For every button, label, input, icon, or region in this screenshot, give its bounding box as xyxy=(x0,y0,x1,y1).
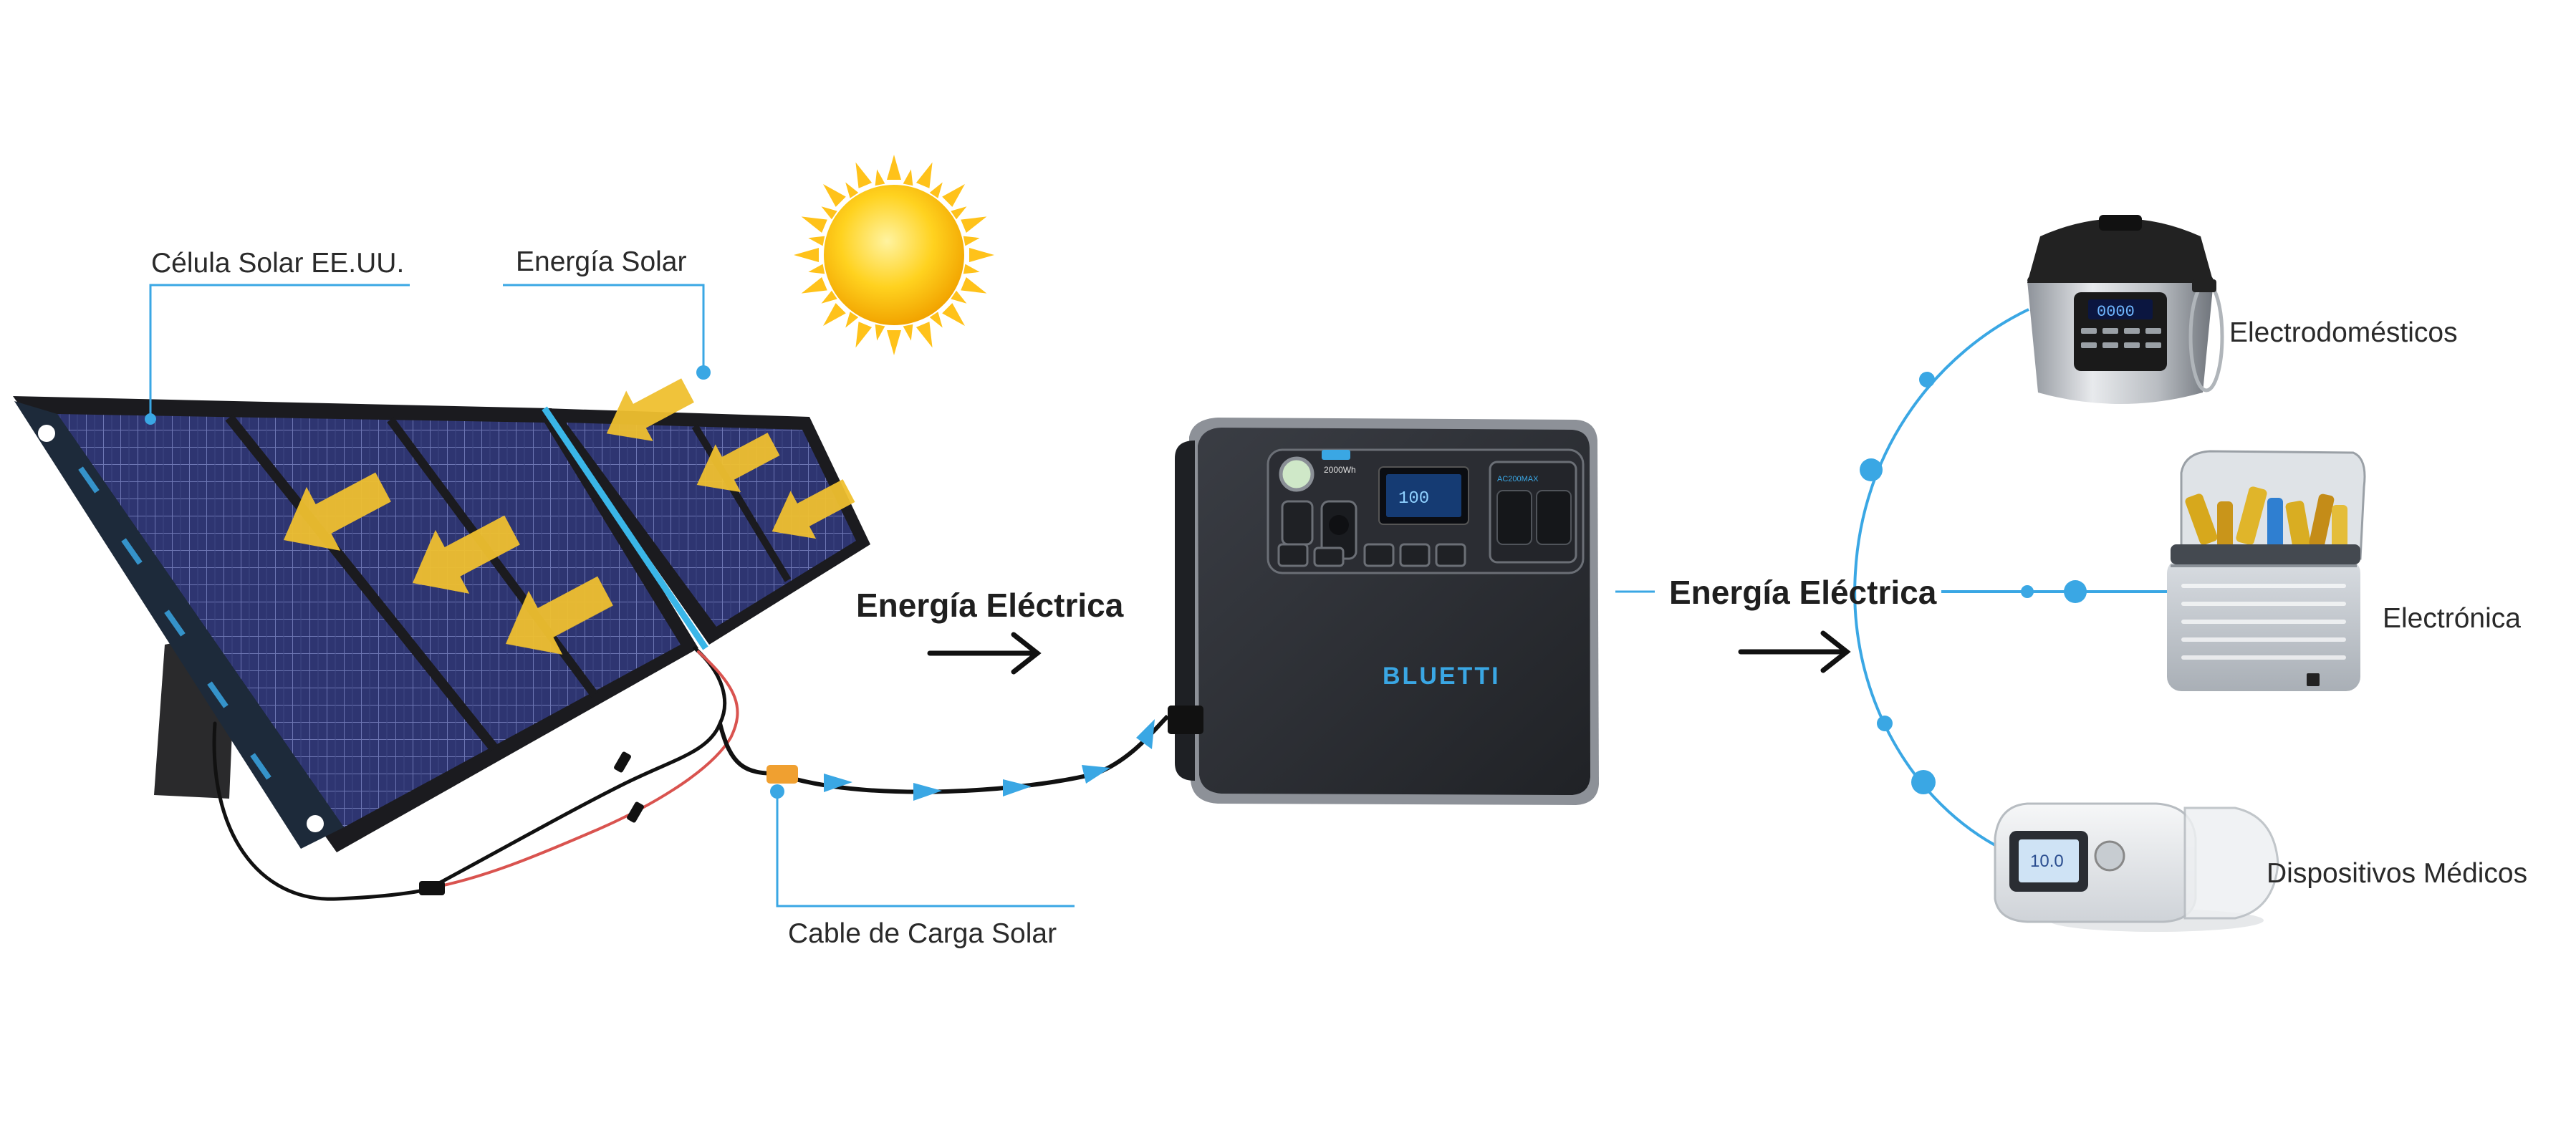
arrow-right-icon xyxy=(1738,630,1851,673)
solar-panel-icon xyxy=(13,378,870,852)
medical-devices-label: Dispositivos Médicos xyxy=(2267,858,2528,889)
cooler-icon xyxy=(2167,450,2366,691)
pressure-cooker-icon: 0000 xyxy=(2027,215,2224,404)
power-station-icon: 2000Wh 100 AC200MAX BLUETTI xyxy=(1168,418,1599,805)
brand-label: BLUETTI xyxy=(1383,663,1501,690)
appliances-label: Electrodomésticos xyxy=(2229,317,2458,348)
electric-energy-left-label: Energía Eléctrica xyxy=(856,587,1124,624)
station-screen-value: 100 xyxy=(1398,489,1429,509)
electric-energy-right-label: Energía Eléctrica xyxy=(1669,574,1937,611)
electronics-label: Electrónica xyxy=(2383,603,2521,634)
panel-cables xyxy=(212,646,739,901)
solar-cell-label: Célula Solar EE.UU. xyxy=(151,248,405,279)
charging-cable xyxy=(718,706,1203,801)
solar-energy-label: Energía Solar xyxy=(516,246,687,277)
capacity-label: 2000Wh xyxy=(1324,465,1356,475)
callout-lines xyxy=(145,284,1075,907)
sun-icon xyxy=(794,155,994,355)
arrow-right-icon xyxy=(927,632,1042,675)
charging-cable-label: Cable de Carga Solar xyxy=(788,918,1057,949)
model-tag: AC200MAX xyxy=(1497,475,1539,483)
cpap-screen-value: 10.0 xyxy=(2030,852,2064,871)
cooker-display-value: 0000 xyxy=(2097,303,2135,321)
cpap-machine-icon: 10.0 xyxy=(1994,802,2279,932)
distribution-dots xyxy=(1860,372,2087,794)
